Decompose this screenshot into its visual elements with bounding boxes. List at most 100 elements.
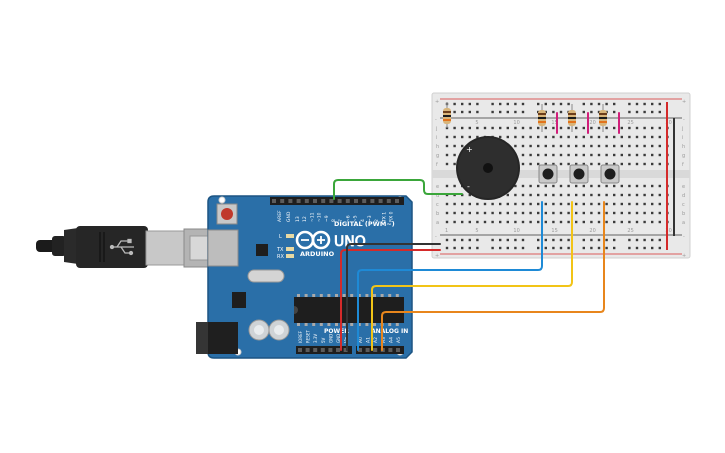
breadboard-hole[interactable] bbox=[529, 135, 532, 139]
breadboard-hole[interactable] bbox=[567, 153, 570, 157]
breadboard-hole[interactable] bbox=[597, 153, 601, 157]
header-pin[interactable] bbox=[365, 348, 370, 352]
breadboard-hole[interactable] bbox=[605, 193, 608, 197]
breadboard-hole[interactable] bbox=[506, 135, 509, 139]
breadboard-hole[interactable] bbox=[635, 184, 639, 188]
header-pin[interactable] bbox=[337, 199, 342, 203]
breadboard-hole[interactable] bbox=[544, 135, 547, 139]
breadboard-hole[interactable] bbox=[552, 153, 555, 157]
breadboard-hole[interactable] bbox=[514, 193, 517, 197]
breadboard-hole[interactable] bbox=[620, 184, 623, 188]
breadboard-hole[interactable] bbox=[643, 153, 646, 157]
breadboard-hole[interactable] bbox=[529, 193, 532, 197]
breadboard-hole[interactable] bbox=[651, 184, 654, 188]
breadboard-hole[interactable] bbox=[582, 162, 585, 166]
breadboard-hole[interactable] bbox=[567, 162, 570, 166]
header-pin[interactable] bbox=[329, 199, 334, 203]
breadboard-hole[interactable] bbox=[567, 144, 570, 148]
breadboard-hole[interactable] bbox=[521, 202, 525, 206]
header-pin[interactable] bbox=[313, 199, 317, 203]
breadboard-hole[interactable] bbox=[476, 246, 479, 250]
breadboard-hole[interactable] bbox=[514, 144, 517, 148]
breadboard-hole[interactable] bbox=[559, 238, 563, 242]
breadboard-hole[interactable] bbox=[620, 162, 623, 166]
breadboard-hole[interactable] bbox=[575, 184, 578, 188]
breadboard-hole[interactable] bbox=[491, 238, 494, 242]
breadboard-hole[interactable] bbox=[651, 135, 654, 139]
breadboard-hole[interactable] bbox=[491, 126, 494, 130]
breadboard-hole[interactable] bbox=[597, 162, 601, 166]
breadboard-hole[interactable] bbox=[506, 238, 509, 242]
breadboard-hole[interactable] bbox=[529, 126, 532, 130]
breadboard-hole[interactable] bbox=[651, 110, 654, 114]
breadboard-hole[interactable] bbox=[590, 102, 593, 106]
breadboard-hole[interactable] bbox=[461, 238, 464, 242]
breadboard-hole[interactable] bbox=[635, 126, 639, 130]
breadboard-hole[interactable] bbox=[491, 102, 494, 106]
breadboard-hole[interactable] bbox=[506, 211, 509, 215]
blue-wire[interactable] bbox=[357, 201, 543, 351]
breadboard-hole[interactable] bbox=[567, 102, 570, 106]
breadboard-hole[interactable] bbox=[483, 211, 487, 215]
header-pin[interactable] bbox=[386, 199, 391, 203]
breadboard-hole[interactable] bbox=[514, 110, 517, 114]
breadboard-hole[interactable] bbox=[468, 246, 471, 250]
breadboard-hole[interactable] bbox=[590, 135, 593, 139]
breadboard-hole[interactable] bbox=[620, 144, 623, 148]
breadboard-hole[interactable] bbox=[537, 211, 540, 215]
breadboard-hole[interactable] bbox=[453, 184, 456, 188]
resistor-2[interactable] bbox=[538, 104, 546, 132]
breadboard-hole[interactable] bbox=[506, 202, 509, 206]
breadboard-hole[interactable] bbox=[651, 246, 654, 250]
breadboard-hole[interactable] bbox=[582, 193, 585, 197]
breadboard-hole[interactable] bbox=[605, 135, 608, 139]
breadboard-hole[interactable] bbox=[605, 211, 608, 215]
header-pin[interactable] bbox=[388, 348, 393, 352]
breadboard-hole[interactable] bbox=[544, 246, 547, 250]
breadboard-hole[interactable] bbox=[658, 184, 661, 188]
header-pin[interactable] bbox=[378, 199, 383, 203]
breadboard-hole[interactable] bbox=[597, 135, 601, 139]
breadboard-hole[interactable] bbox=[445, 246, 449, 250]
breadboard-hole[interactable] bbox=[544, 162, 547, 166]
breadboard-hole[interactable] bbox=[529, 211, 532, 215]
breadboard-hole[interactable] bbox=[544, 102, 547, 106]
breadboard-hole[interactable] bbox=[552, 220, 555, 224]
breadboard-hole[interactable] bbox=[597, 102, 601, 106]
breadboard-hole[interactable] bbox=[628, 202, 631, 206]
breadboard-hole[interactable] bbox=[559, 144, 563, 148]
breadboard-hole[interactable] bbox=[552, 102, 555, 106]
breadboard-hole[interactable] bbox=[635, 102, 639, 106]
breadboard-hole[interactable] bbox=[506, 102, 509, 106]
breadboard-hole[interactable] bbox=[529, 220, 532, 224]
breadboard-hole[interactable] bbox=[453, 202, 456, 206]
breadboard-hole[interactable] bbox=[643, 211, 646, 215]
breadboard-hole[interactable] bbox=[537, 184, 540, 188]
breadboard-hole[interactable] bbox=[613, 153, 616, 157]
breadboard-hole[interactable] bbox=[499, 110, 502, 114]
breadboard-hole[interactable] bbox=[521, 211, 525, 215]
breadboard-hole[interactable] bbox=[499, 102, 502, 106]
breadboard-hole[interactable] bbox=[628, 135, 631, 139]
breadboard-hole[interactable] bbox=[628, 162, 631, 166]
red-wire[interactable] bbox=[340, 249, 441, 351]
breadboard-hole[interactable] bbox=[559, 162, 563, 166]
breadboard-hole[interactable] bbox=[605, 162, 608, 166]
breadboard-hole[interactable] bbox=[468, 135, 471, 139]
breadboard-hole[interactable] bbox=[643, 202, 646, 206]
breadboard-hole[interactable] bbox=[597, 110, 601, 114]
breadboard-hole[interactable] bbox=[445, 184, 449, 188]
breadboard-hole[interactable] bbox=[461, 220, 464, 224]
breadboard-hole[interactable] bbox=[529, 184, 532, 188]
breadboard-hole[interactable] bbox=[605, 246, 608, 250]
header-pin[interactable] bbox=[321, 199, 326, 203]
breadboard-hole[interactable] bbox=[567, 211, 570, 215]
breadboard-hole[interactable] bbox=[537, 135, 540, 139]
breadboard-hole[interactable] bbox=[582, 246, 585, 250]
breadboard-hole[interactable] bbox=[544, 238, 547, 242]
breadboard-hole[interactable] bbox=[605, 144, 608, 148]
breadboard-hole[interactable] bbox=[468, 220, 471, 224]
breadboard-hole[interactable] bbox=[658, 238, 661, 242]
breadboard-hole[interactable] bbox=[514, 184, 517, 188]
breadboard-hole[interactable] bbox=[559, 246, 563, 250]
